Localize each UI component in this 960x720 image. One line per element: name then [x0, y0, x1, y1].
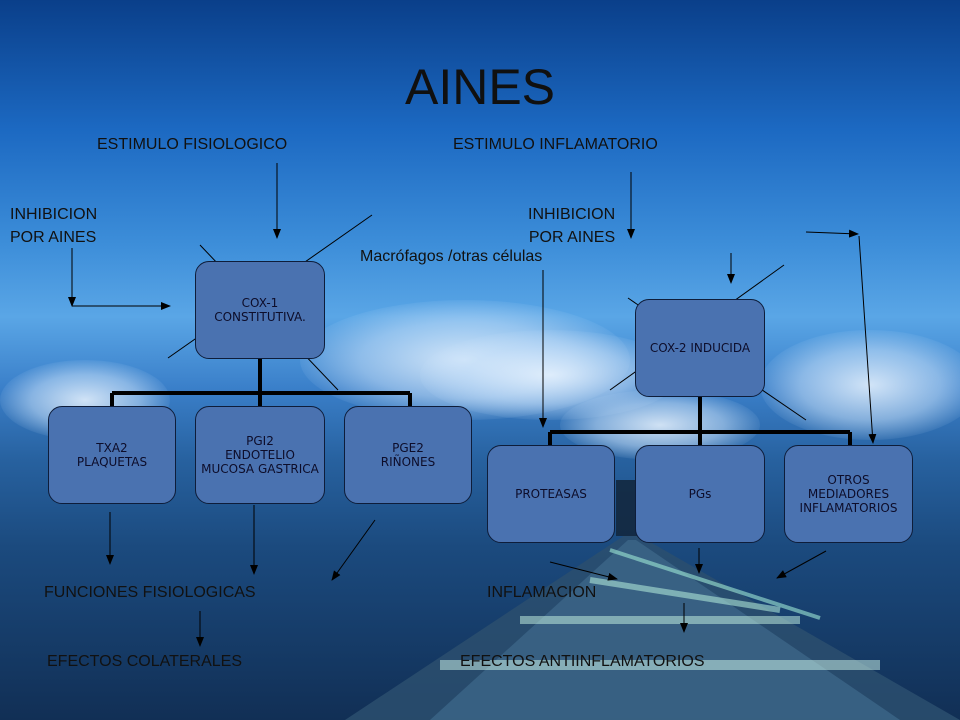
label-inflamacion: INFLAMACION	[487, 584, 597, 601]
label-funciones-fisiologicas: FUNCIONES FISIOLOGICAS	[44, 584, 256, 601]
box-txa2-plaquetas: TXA2 PLAQUETAS	[48, 406, 176, 504]
box-pgi2-endotelio: PGI2 ENDOTELIO MUCOSA GASTRICA	[195, 406, 325, 504]
label-efectos-colaterales: EFECTOS COLATERALES	[47, 653, 243, 670]
label-inhibicion-left: INHIBICION POR AINES	[10, 206, 98, 246]
label-estimulo-inflamatorio: ESTIMULO INFLAMATORIO	[453, 136, 658, 153]
label-inhibicion-right: INHIBICION POR AINES	[528, 206, 616, 246]
page-title: AINES	[404, 59, 556, 115]
label-macrofagos: Macrófagos /otras células	[360, 248, 543, 265]
box-pge2-rinones: PGE2 RIÑONES	[344, 406, 472, 504]
cloud	[760, 330, 960, 440]
box-pgs: PGs	[635, 445, 765, 543]
label-efectos-antiinflamatorios: EFECTOS ANTIINFLAMATORIOS	[460, 653, 705, 670]
box-cox1-constitutiva: COX-1 CONSTITUTIVA.	[195, 261, 325, 359]
label-estimulo-fisiologico: ESTIMULO FISIOLOGICO	[97, 136, 288, 153]
box-otros-mediadores: OTROS MEDIADORES INFLAMATORIOS	[784, 445, 913, 543]
box-cox2-inducida: COX-2 INDUCIDA	[635, 299, 765, 397]
box-proteasas: PROTEASAS	[487, 445, 615, 543]
